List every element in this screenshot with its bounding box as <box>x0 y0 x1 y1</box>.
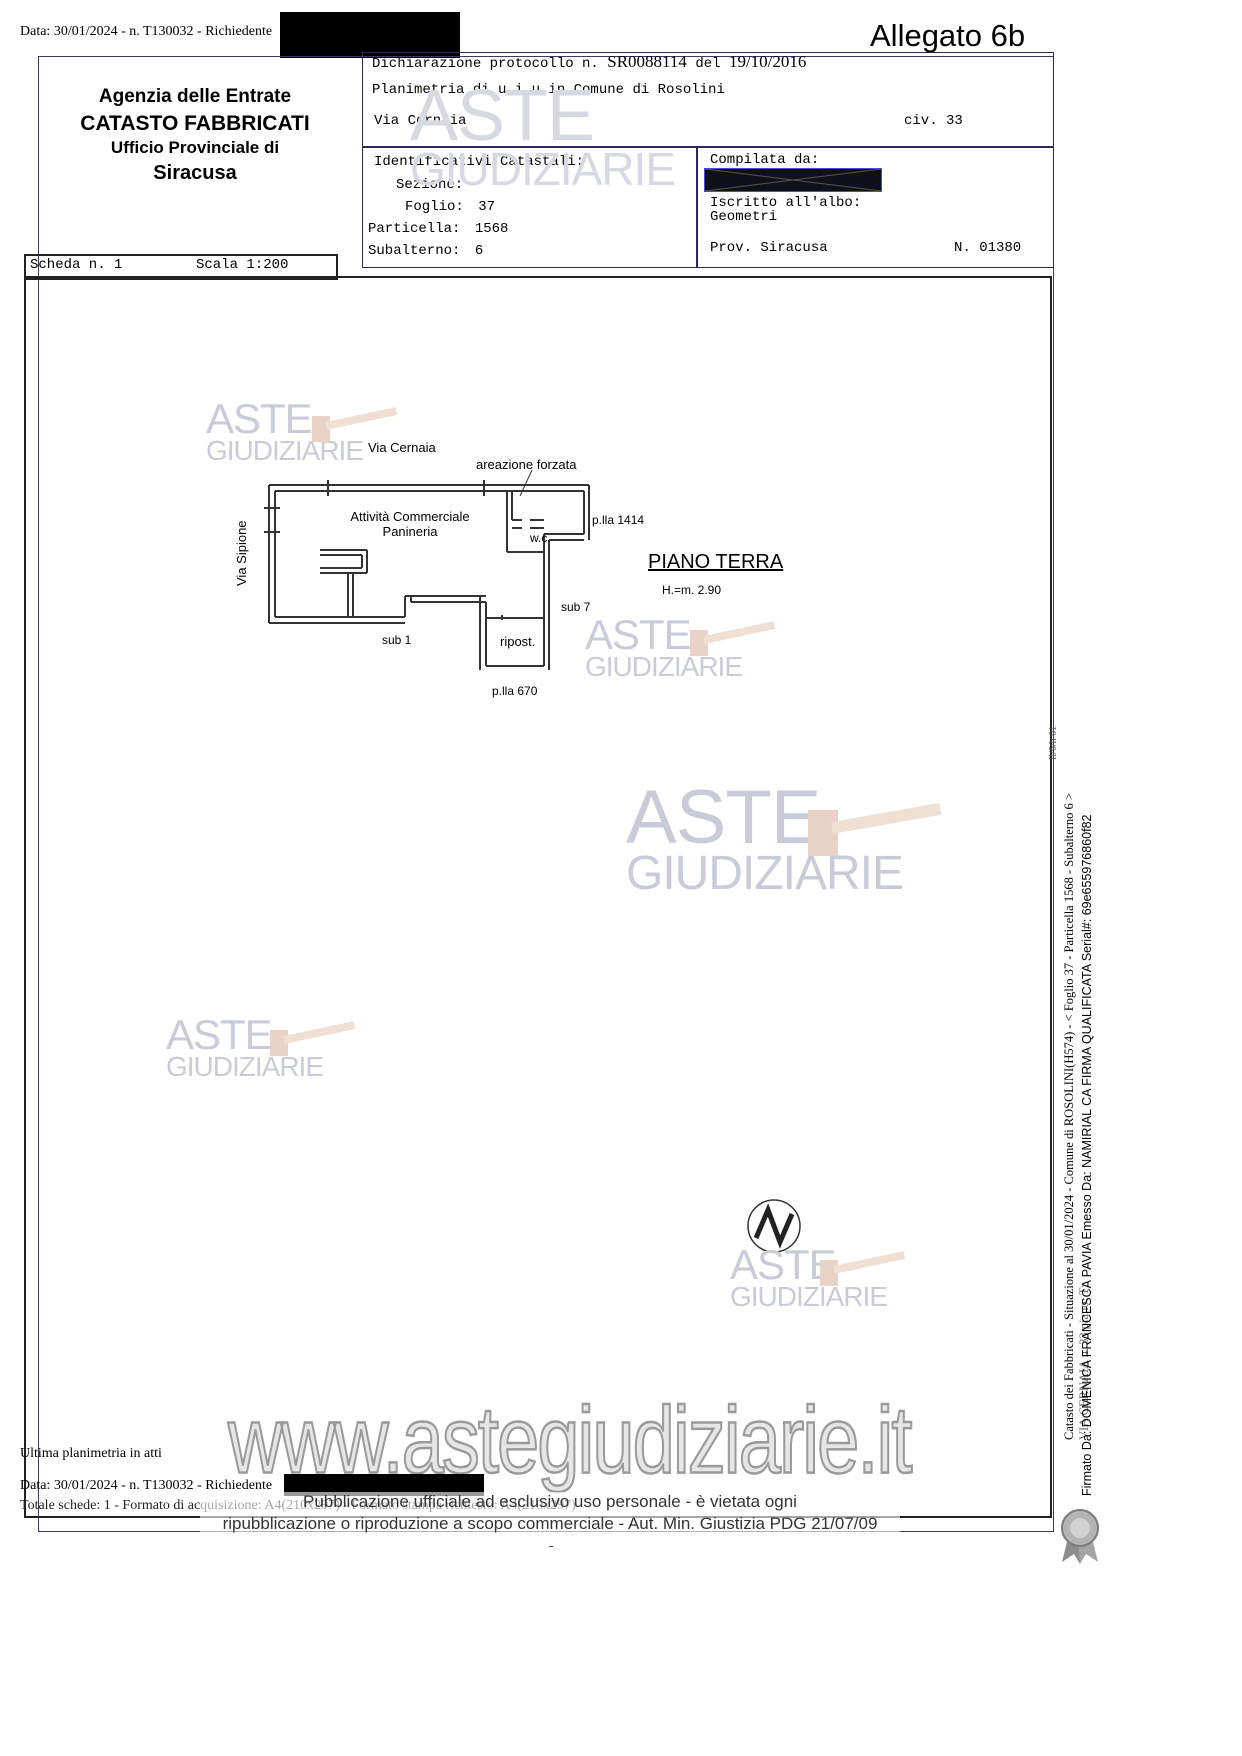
gavel-icon <box>690 621 776 656</box>
protocol-number: SR0088114 <box>607 52 687 71</box>
compiler-number: N. 01380 <box>954 240 1022 256</box>
watermark-4-aste: ASTE <box>166 1011 273 1058</box>
top-request-line: Data: 30/01/2024 - n. T130032 - Richiede… <box>20 24 273 39</box>
watermark-1-aste: ASTE <box>206 395 313 442</box>
particella-value: 1568 <box>474 221 509 237</box>
albo-label: Iscritto all'albo: <box>710 195 862 211</box>
particella-label: Particella: <box>368 221 461 237</box>
publication-notice-line1: Pubblicazione ufficiale ad esclusivo uso… <box>200 1492 900 1512</box>
room-main-line2: Panineria <box>382 524 438 539</box>
watermark-1-giudiziarie: GIUDIZIARIE <box>206 434 364 466</box>
identifiers-box <box>362 146 698 268</box>
floor-plan <box>264 480 590 670</box>
office-city: Siracusa <box>153 162 237 184</box>
gavel-icon <box>808 802 942 856</box>
wc-label: w.c. <box>530 531 551 545</box>
publication-notice: Pubblicazione ufficiale ad esclusivo uso… <box>200 1492 900 1534</box>
office-block: Agenzia delle Entrate CATASTO FABBRICATI… <box>60 86 330 185</box>
scheda-box <box>24 254 338 280</box>
subalterno-label: Subalterno: <box>368 243 461 259</box>
watermark-5: ASTE GIUDIZIARIE <box>730 1241 888 1312</box>
date-label: del <box>695 56 721 72</box>
agency-name: Agenzia delle Entrate <box>98 86 292 107</box>
ultima-planimetria: Ultima planimetria in atti <box>20 1446 162 1461</box>
civic-number: civ. 33 <box>904 113 963 129</box>
watermark-header: ASTE GIUDIZIARIE <box>410 76 676 195</box>
side-catasto-text: Catasto dei Fabbricati - Situazione al 3… <box>1062 793 1076 1440</box>
redacted-compiler <box>704 168 882 192</box>
areazione-pointer <box>519 470 533 497</box>
protocol-date: 19/10/2016 <box>728 52 807 71</box>
redacted-requester <box>280 12 460 58</box>
declaration-box <box>362 52 1054 148</box>
watermark-header-aste: ASTE <box>410 76 595 156</box>
floor-label: PIANO TERRA <box>648 551 784 573</box>
sub7-label: sub 7 <box>561 600 591 614</box>
watermark-5-giudiziarie: GIUDIZIARIE <box>730 1280 888 1312</box>
protocol-label: Dichiarazione protocollo n. <box>372 56 599 72</box>
watermark-2: ASTE GIUDIZIARIE <box>585 611 743 682</box>
identifiers-title: Identificativi Catastali: <box>374 154 585 170</box>
planimetria-line: Planimetria di u.i.u.in Comune di Rosoli… <box>372 82 725 98</box>
sub1-label: sub 1 <box>382 633 412 647</box>
watermark-2-aste: ASTE <box>585 611 692 658</box>
compiler-province: Prov. Siracusa <box>710 240 828 256</box>
watermark-2-giudiziarie: GIUDIZIARIE <box>585 650 743 682</box>
watermark-header-giudiziarie: GIUDIZIARIE <box>410 142 676 195</box>
sezione-label: Sezione: <box>396 177 464 193</box>
albo-value: Geometri <box>710 209 778 225</box>
footer-request-line: Data: 30/01/2024 - n. T130032 - Richiede… <box>20 1478 273 1493</box>
footer-redacted-requester <box>284 1474 484 1496</box>
street-top-label: Via Cernaia <box>368 440 436 455</box>
office-label: Ufficio Provinciale di <box>110 138 280 157</box>
watermark-3-aste: ASTE <box>626 775 822 860</box>
publication-notice-line2: ripubblicazione o riproduzione a scopo c… <box>200 1514 900 1534</box>
foglio-label: Foglio: <box>405 199 464 215</box>
gavel-icon <box>312 407 398 442</box>
address-line: Via Cernaia <box>374 113 467 129</box>
compiler-title: Compilata da: <box>710 152 820 168</box>
gavel-icon <box>270 1021 356 1056</box>
areazione-label: areazione forzata <box>476 457 577 472</box>
room-main-label: Attività Commerciale Panineria <box>330 509 490 539</box>
scale-label: Scala 1:200 <box>196 257 289 273</box>
particella-row: Particella: 1568 <box>368 221 508 237</box>
street-left-label: Via Sipione <box>234 520 249 586</box>
foglio-value: 37 <box>478 199 496 215</box>
watermark-3: ASTE GIUDIZIARIE <box>626 775 904 901</box>
pla-1414-label: p.lla 1414 <box>592 513 645 527</box>
watermark-5-aste: ASTE <box>730 1241 837 1288</box>
gavel-icon <box>820 1251 906 1286</box>
page-dash <box>549 1546 553 1547</box>
compiler-box <box>696 146 1054 268</box>
scheda-label: Scheda n. 1 <box>30 257 123 273</box>
subalterno-value: 6 <box>474 243 484 259</box>
protocol-line: Dichiarazione protocollo n. SR0088114 de… <box>372 52 806 72</box>
allegato-label: Allegato 6b <box>870 18 1026 53</box>
side-firma-text: Firmato Da: DOMENICA FRANCESCA PAVIA Eme… <box>1080 814 1094 1497</box>
subalterno-row: Subalterno: 6 <box>368 243 483 259</box>
catasto-title: CATASTO FABBRICATI <box>80 112 310 135</box>
pla-670-label: p.lla 670 <box>492 684 538 698</box>
watermark-3-giudiziarie: GIUDIZIARIE <box>626 847 904 901</box>
watermark-1: ASTE GIUDIZIARIE <box>206 395 364 466</box>
room-main-line1: Attività Commerciale <box>350 509 470 524</box>
side-small-code: Il/6/h 01 <box>1048 725 1059 760</box>
seal-icon <box>1061 1509 1099 1564</box>
sezione-row: Sezione: <box>396 177 463 193</box>
foglio-row: Foglio: 37 <box>405 199 495 215</box>
watermark-4: ASTE GIUDIZIARIE <box>166 1011 324 1082</box>
north-arrow-icon <box>747 1199 801 1253</box>
height-label: H.=m. 2.90 <box>662 583 722 597</box>
ripost-label: ripost. <box>500 634 536 649</box>
watermark-4-giudiziarie: GIUDIZIARIE <box>166 1050 324 1082</box>
